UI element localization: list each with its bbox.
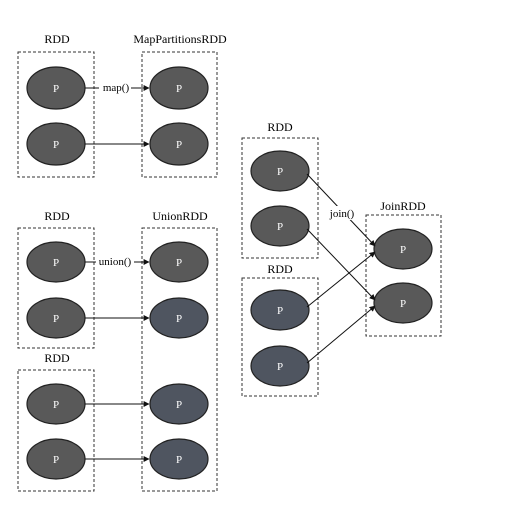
- svg-text:P: P: [53, 139, 59, 151]
- svg-text:P: P: [277, 361, 283, 373]
- join-target-rdd-box: [365, 214, 442, 337]
- svg-text:P: P: [277, 221, 283, 233]
- partition-node: P: [149, 383, 209, 425]
- svg-text:P: P: [53, 257, 59, 269]
- join-edge: [306, 251, 376, 308]
- svg-text:P: P: [277, 166, 283, 178]
- partition-node: P: [26, 122, 86, 166]
- join-source-a-rdd-box: [241, 137, 319, 259]
- svg-text:P: P: [277, 305, 283, 317]
- svg-text:P: P: [53, 313, 59, 325]
- join-edge: [306, 228, 376, 301]
- partition-node: P: [149, 66, 209, 110]
- svg-text:P: P: [176, 313, 182, 325]
- svg-text:P: P: [400, 244, 406, 256]
- partition-node: P: [250, 345, 310, 387]
- join-source-a-label: RDD: [267, 120, 293, 134]
- partition-node: P: [149, 122, 209, 166]
- svg-text:P: P: [176, 257, 182, 269]
- partition-node: P: [250, 150, 310, 192]
- map-target-rdd-box: [141, 51, 218, 178]
- partition-node: P: [26, 438, 86, 480]
- union-source-b-label: RDD: [44, 351, 70, 365]
- union-target-label: UnionRDD: [152, 209, 208, 223]
- map-operation-label: map(): [103, 82, 130, 94]
- join-operation-label: join(): [329, 208, 355, 220]
- partition-node: P: [26, 383, 86, 425]
- map-target-label: MapPartitionsRDD: [133, 32, 227, 46]
- union-operation-label: union(): [99, 256, 132, 268]
- join-target-label: JoinRDD: [380, 199, 426, 213]
- partition-node: P: [250, 205, 310, 247]
- map-source-label: RDD: [44, 32, 70, 46]
- partition-node: P: [26, 66, 86, 110]
- union-source-a-rdd-box: [17, 227, 95, 349]
- partition-node: P: [26, 297, 86, 339]
- partition-node: P: [149, 241, 209, 283]
- svg-text:P: P: [400, 298, 406, 310]
- partition-node: P: [373, 282, 433, 324]
- svg-text:P: P: [53, 399, 59, 411]
- map-source-rdd-box: [17, 51, 95, 178]
- union-source-b-rdd-box: [17, 369, 95, 492]
- join-edge: [306, 305, 376, 364]
- svg-text:P: P: [176, 83, 182, 95]
- partition-node: P: [250, 289, 310, 331]
- partition-node: P: [373, 228, 433, 270]
- union-target-rdd-box: [141, 227, 218, 492]
- union-source-a-label: RDD: [44, 209, 70, 223]
- svg-text:P: P: [53, 454, 59, 466]
- svg-text:P: P: [176, 454, 182, 466]
- partition-node: P: [26, 241, 86, 283]
- join-source-b-rdd-box: [241, 277, 319, 397]
- svg-text:P: P: [53, 83, 59, 95]
- partition-node: P: [149, 297, 209, 339]
- svg-text:P: P: [176, 139, 182, 151]
- join-source-b-label: RDD: [267, 262, 293, 276]
- svg-text:P: P: [176, 399, 182, 411]
- partition-node: P: [149, 438, 209, 480]
